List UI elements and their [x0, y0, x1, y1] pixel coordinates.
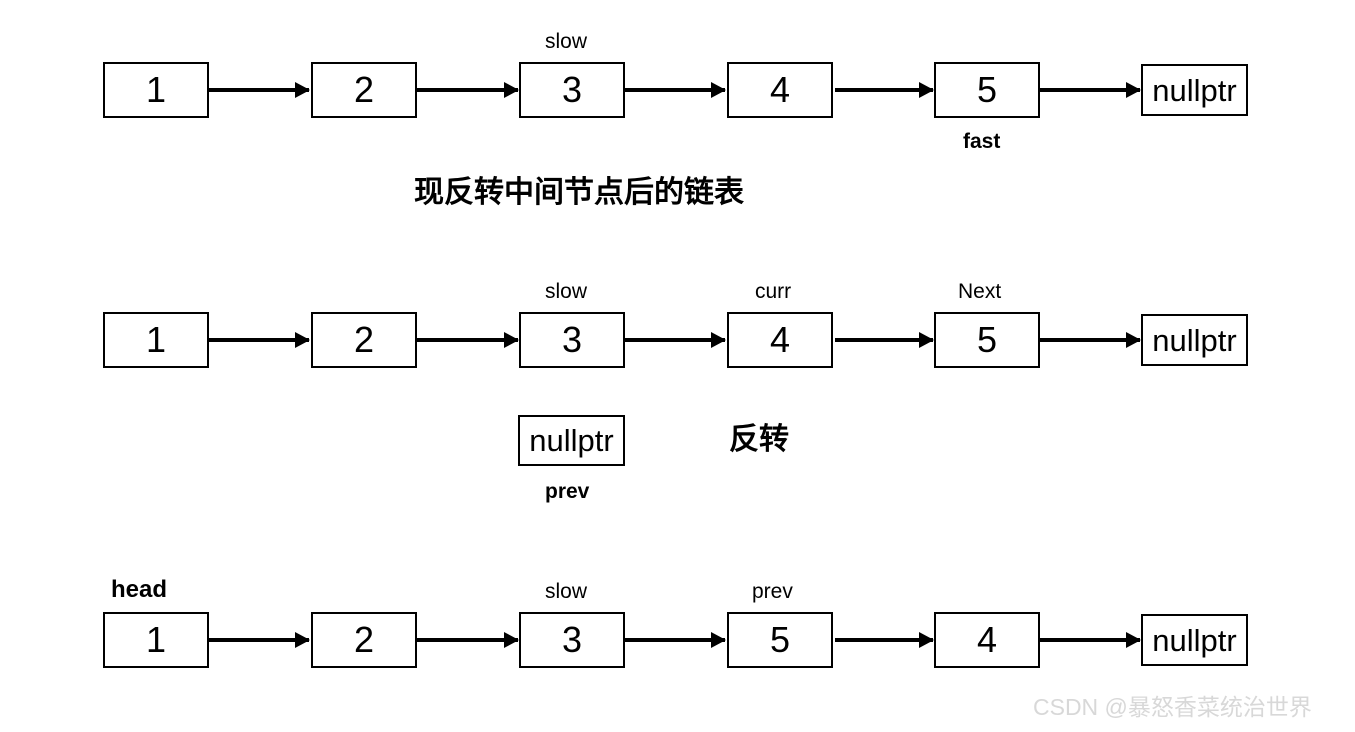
pointer-label-slow: slow [545, 30, 588, 53]
arrow-connector [417, 338, 518, 342]
node-box-nullptr: nullptr [1141, 64, 1248, 116]
arrow-connector [208, 88, 309, 92]
arrow-connector [1040, 638, 1140, 642]
node-box: 5 [727, 612, 833, 668]
node-box: 4 [934, 612, 1040, 668]
arrow-connector [1040, 338, 1140, 342]
arrow-connector [1040, 88, 1140, 92]
arrow-connector [208, 638, 309, 642]
arrow-connector [835, 88, 933, 92]
pointer-label-prev: prev [545, 480, 590, 503]
node-box: 1 [103, 612, 209, 668]
arrow-connector [624, 88, 725, 92]
csdn-watermark: CSDN @暴怒香菜统治世界 [1033, 694, 1312, 720]
arrow-connector [835, 638, 933, 642]
caption-text: 现反转中间节点后的链表 [414, 176, 744, 209]
node-box-nullptr: nullptr [1141, 314, 1248, 366]
pointer-label-slow: slow [545, 580, 588, 603]
pointer-label-fast: fast [963, 130, 1001, 153]
node-box: 3 [519, 62, 625, 118]
node-box: 3 [519, 312, 625, 368]
arrow-connector [835, 338, 933, 342]
node-box-prev-nullptr: nullptr [518, 415, 625, 466]
node-box: 2 [311, 612, 417, 668]
pointer-label-prev: prev [752, 580, 793, 603]
node-box: 4 [727, 62, 833, 118]
node-box: 4 [727, 312, 833, 368]
node-box: 5 [934, 312, 1040, 368]
node-box: 5 [934, 62, 1040, 118]
arrow-connector [624, 338, 725, 342]
pointer-label-next: Next [958, 280, 1002, 303]
arrow-connector [417, 638, 518, 642]
arrow-connector [208, 338, 309, 342]
pointer-label-head: head [111, 576, 168, 603]
arrow-connector [417, 88, 518, 92]
arrow-connector [624, 638, 725, 642]
node-box-nullptr: nullptr [1141, 614, 1248, 666]
reverse-note-text: 反转 [729, 423, 789, 456]
pointer-label-slow: slow [545, 280, 588, 303]
node-box: 2 [311, 62, 417, 118]
node-box: 3 [519, 612, 625, 668]
pointer-label-curr: curr [755, 280, 792, 303]
node-box: 1 [103, 312, 209, 368]
node-box: 1 [103, 62, 209, 118]
node-box: 2 [311, 312, 417, 368]
